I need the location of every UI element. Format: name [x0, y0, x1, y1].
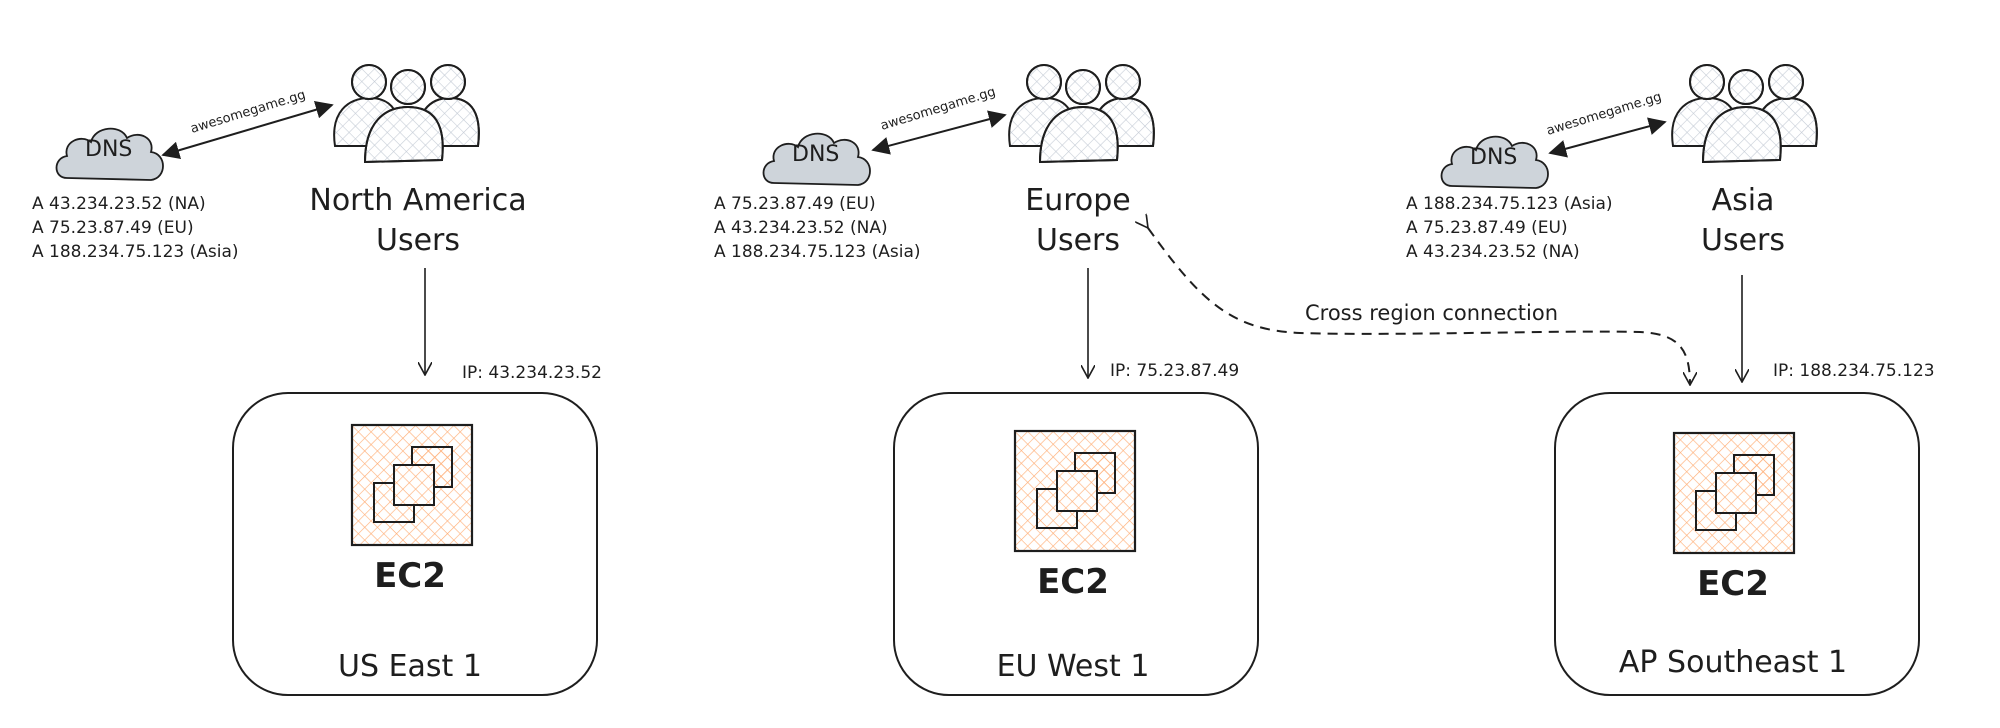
dns-query-arrow	[161, 100, 334, 160]
region-group-eu: DNS awesomegame.gg A 75.23.87.49 (EU) A …	[714, 64, 1259, 696]
domain-label: awesomegame.gg	[1545, 90, 1664, 139]
region-name: EU West 1	[997, 649, 1150, 684]
ec2-label: EC2	[1037, 562, 1109, 602]
domain-label: awesomegame.gg	[879, 85, 998, 134]
ec2-icon	[350, 423, 474, 547]
dns-records: A 43.234.23.52 (NA) A 75.23.87.49 (EU) A…	[32, 194, 239, 262]
ip-label: IP: 43.234.23.52	[462, 363, 602, 383]
dns-records: A 188.234.75.123 (Asia) A 75.23.87.49 (E…	[1406, 194, 1613, 262]
users-title-line1: Asia	[1712, 183, 1775, 218]
dns-records: A 75.23.87.49 (EU) A 43.234.23.52 (NA) A…	[714, 194, 921, 262]
ip-label: IP: 75.23.87.49	[1110, 361, 1239, 381]
dns-query-arrow	[1548, 117, 1667, 158]
users-icon	[1008, 64, 1155, 163]
dns-cloud-icon: DNS	[762, 132, 871, 186]
users-icon	[1671, 64, 1818, 163]
dns-label: DNS	[792, 142, 839, 167]
dns-record: A 43.234.23.52 (NA)	[1406, 242, 1580, 262]
cross-region-label: Cross region connection	[1305, 301, 1558, 325]
dns-query-arrow	[871, 110, 1007, 155]
region-group-asia: DNS awesomegame.gg A 188.234.75.123 (Asi…	[1406, 64, 1935, 696]
dns-cloud-icon: DNS	[1440, 135, 1549, 189]
dns-label: DNS	[1470, 145, 1517, 170]
dns-record: A 188.234.75.123 (Asia)	[714, 242, 921, 262]
dns-record: A 75.23.87.49 (EU)	[1406, 218, 1568, 238]
users-title-line2: Users	[1036, 223, 1120, 258]
region-box-eu-west-1[interactable]	[893, 392, 1259, 696]
dns-cloud-icon: DNS	[55, 127, 164, 181]
ec2-icon	[1013, 429, 1137, 553]
dns-record: A 75.23.87.49 (EU)	[32, 218, 194, 238]
dns-record: A 188.234.75.123 (Asia)	[32, 242, 239, 262]
dns-label: DNS	[85, 137, 132, 162]
ec2-label: EC2	[374, 556, 446, 596]
dns-record: A 43.234.23.52 (NA)	[32, 194, 206, 214]
users-title-line1: Europe	[1025, 183, 1131, 218]
ec2-label: EC2	[1697, 564, 1769, 604]
ip-label: IP: 188.234.75.123	[1773, 361, 1935, 381]
dns-record: A 43.234.23.52 (NA)	[714, 218, 888, 238]
dns-record: A 75.23.87.49 (EU)	[714, 194, 876, 214]
region-box-us-east-1[interactable]	[232, 392, 598, 696]
cross-region-dashed-arrow	[1148, 228, 1690, 385]
region-name: AP Southeast 1	[1619, 645, 1847, 680]
users-icon	[333, 64, 480, 163]
region-box-ap-southeast-1[interactable]	[1554, 392, 1920, 696]
users-title-line2: Users	[1701, 223, 1785, 258]
region-group-na: DNS awesomegame.gg A 43.234.23.52 (NA) A…	[32, 64, 602, 696]
ec2-icon	[1672, 431, 1796, 555]
cross-region-connection: Cross region connection	[1148, 228, 1690, 385]
users-title-line1: North America	[309, 183, 526, 218]
users-title-line2: Users	[376, 223, 460, 258]
region-name: US East 1	[338, 649, 482, 684]
dns-record: A 188.234.75.123 (Asia)	[1406, 194, 1613, 214]
